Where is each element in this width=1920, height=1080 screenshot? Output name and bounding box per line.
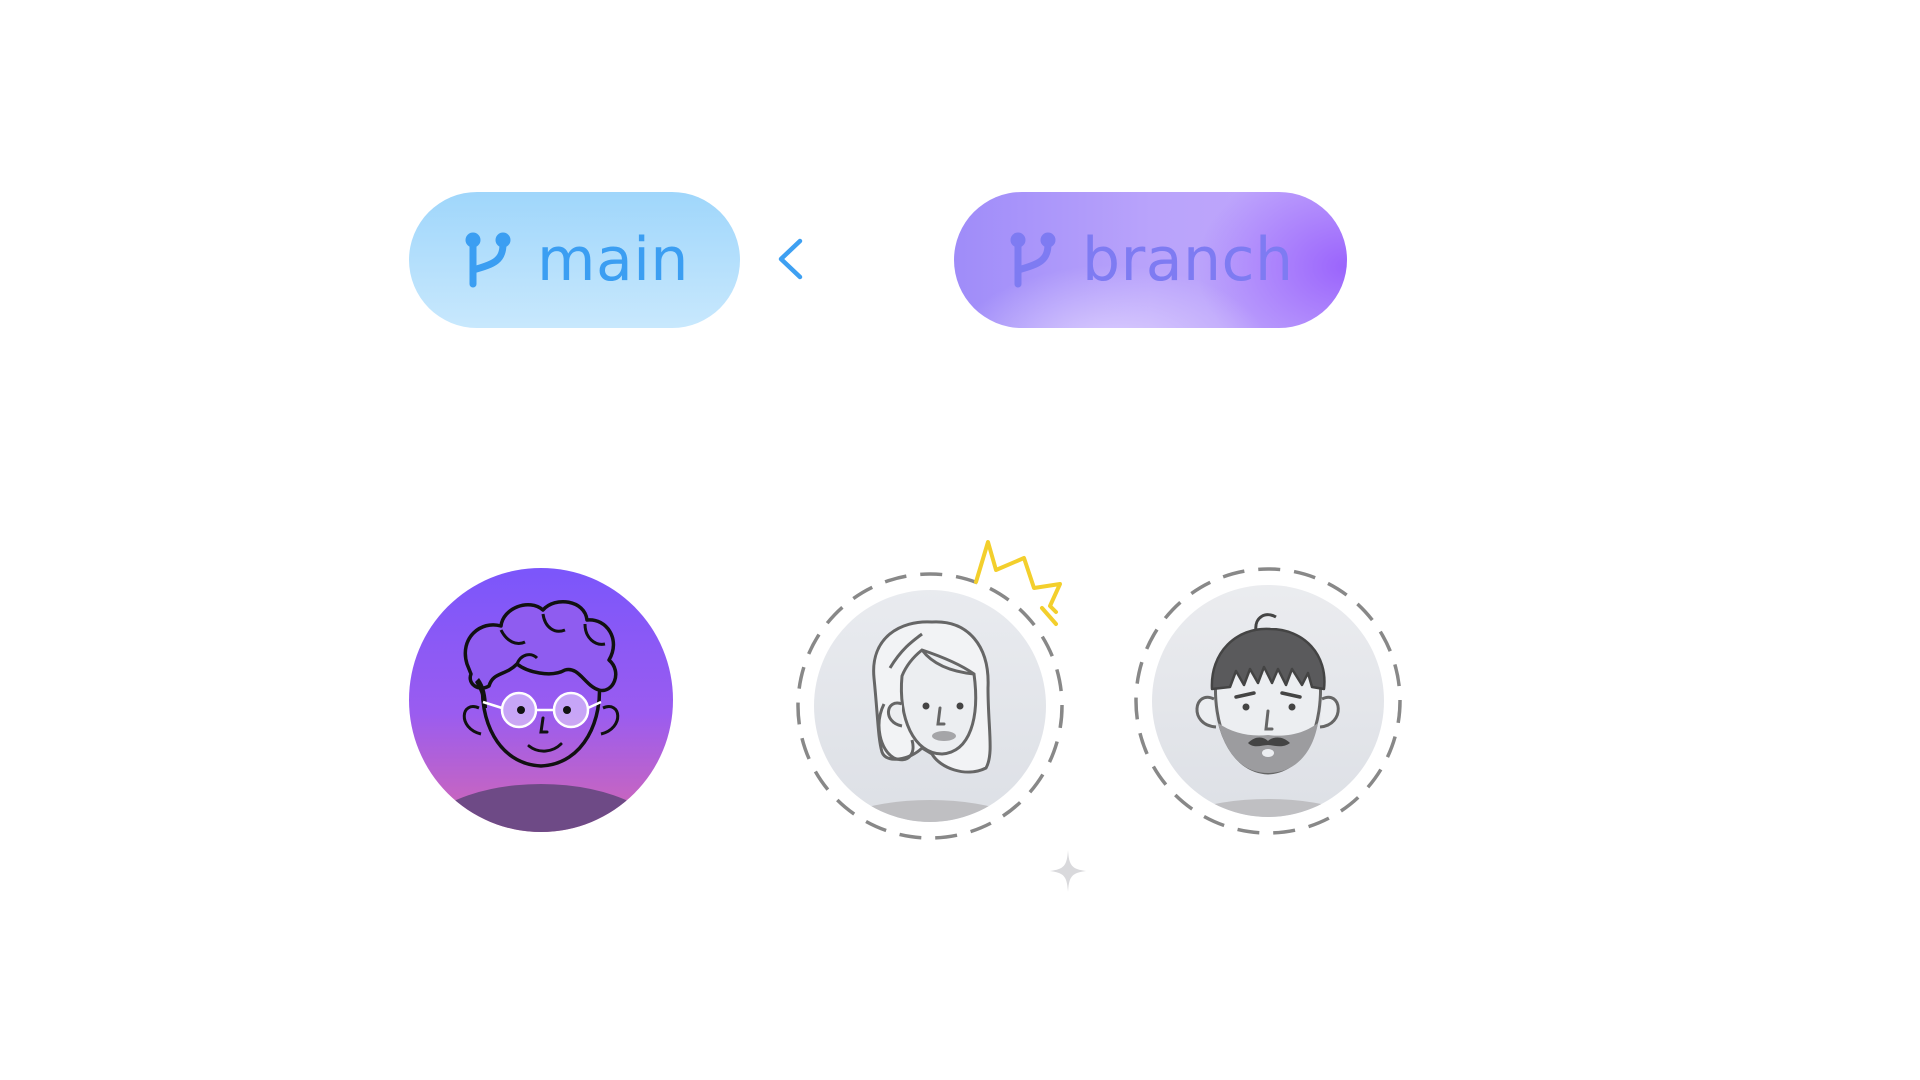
collaborator-avatar-active[interactable] xyxy=(409,568,673,832)
branch-label-source: branch xyxy=(1082,225,1294,295)
avatar-man-beard-icon xyxy=(1152,585,1384,817)
crown-icon xyxy=(974,540,1062,614)
branch-pill-main[interactable]: main xyxy=(409,192,740,328)
collaborator-avatar-pending-2[interactable] xyxy=(1132,565,1404,837)
git-branch-icon xyxy=(465,232,511,288)
sparkle-icon xyxy=(1050,850,1086,892)
git-branch-icon xyxy=(1010,232,1056,288)
arrow-left-icon xyxy=(778,238,956,280)
branch-label-main: main xyxy=(537,225,689,295)
branch-pill-source[interactable]: branch xyxy=(954,192,1347,328)
avatar-woman-long-hair-icon xyxy=(814,590,1046,822)
collaborator-avatar-pending-1[interactable] xyxy=(790,528,1070,840)
avatar-glasses-curly-hair-icon xyxy=(409,568,673,832)
